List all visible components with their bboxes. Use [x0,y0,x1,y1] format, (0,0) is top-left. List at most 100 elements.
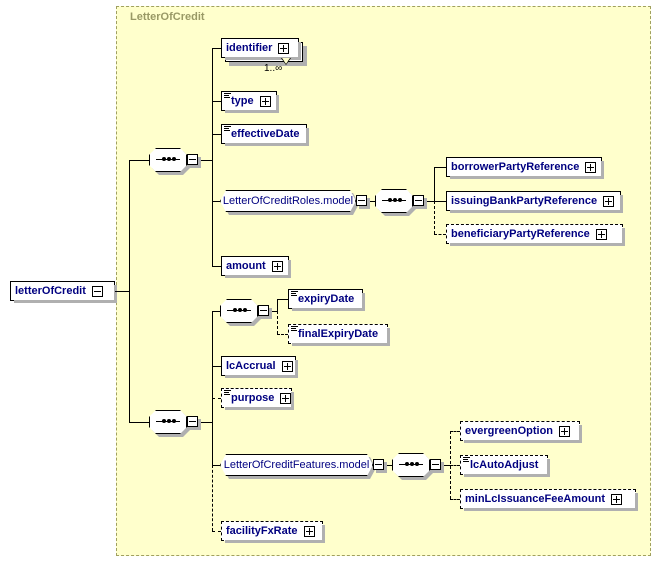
node-beneficiaryPartyReference[interactable]: beneficiaryPartyReference [446,224,625,246]
connector [277,299,288,300]
connector-optional [212,465,213,531]
compositor-sequence-features[interactable] [392,453,444,480]
connector [198,422,212,423]
sequence-dot [393,198,397,202]
minus-icon[interactable] [373,459,384,470]
node-amount[interactable]: amount [221,256,291,278]
connector [441,465,450,466]
node-label: issuingBankPartyReference [451,195,598,207]
minus-icon[interactable] [356,195,367,206]
group-title: LetterOfCredit [130,11,205,23]
sequence-dot [172,157,176,161]
sequence-dot [172,419,176,423]
connector [115,291,129,292]
connector [129,160,149,161]
connector [198,160,212,161]
plus-icon[interactable] [595,228,607,240]
node-label: letterOfCredit [15,285,86,297]
node-issuingBankPartyReference[interactable]: issuingBankPartyReference [446,191,623,213]
compositor-sequence-roles[interactable] [375,189,427,216]
node-finalExpiryDate[interactable]: finalExpiryDate [288,324,390,346]
connector-optional [277,334,288,335]
sequence-dot [398,198,402,202]
node-minLcIssuanceFeeAmount[interactable]: minLcIssuanceFeeAmount [460,489,638,511]
model-group-letterOfCreditRoles[interactable]: LetterOfCreditRoles.model [220,190,370,212]
sequence-dot [167,419,171,423]
node-label: borrowerPartyReference [451,161,580,173]
connector [269,311,277,312]
node-label: lcAutoAdjust [470,459,539,471]
connector [212,311,213,465]
sequence-dot [162,419,166,423]
minus-icon[interactable] [258,305,269,316]
sequence-icon [149,410,187,434]
node-purpose[interactable]: purpose [221,388,294,410]
node-label: purpose [231,392,275,404]
connector [367,201,375,202]
connector-optional [277,311,278,334]
node-label: evergreenOption [465,425,554,437]
connector-optional [212,398,221,399]
connector-optional [434,201,435,234]
connector [212,266,221,267]
model-group-label: LetterOfCreditRoles.model [222,195,354,207]
node-borrowerPartyReference[interactable]: borrowerPartyReference [446,157,604,179]
connector [384,465,392,466]
plus-icon[interactable] [278,42,290,54]
plus-icon[interactable] [280,392,292,404]
node-evergreenOption[interactable]: evergreenOption [460,421,582,443]
node-expiryDate: expiryDate [288,289,365,311]
minus-icon[interactable] [187,154,198,165]
model-group-letterOfCreditFeatures[interactable]: LetterOfCreditFeatures.model [220,454,387,476]
node-lcAccrual[interactable]: lcAccrual [221,356,298,378]
plus-icon[interactable] [271,260,283,272]
sequence-dot [238,308,242,312]
sequence-dot [405,462,409,466]
connector [212,366,221,367]
sequence-dot [410,462,414,466]
plus-icon[interactable] [610,493,622,505]
sequence-dot [243,308,247,312]
occurs-pointer-fill [282,58,290,64]
sequence-dot [233,308,237,312]
plus-icon[interactable] [281,360,293,372]
connector-optional [450,431,460,432]
connector [212,101,221,102]
connector [212,134,221,135]
connector [434,167,446,168]
plus-icon[interactable] [303,525,315,537]
plus-icon[interactable] [259,95,271,107]
connector [212,311,220,312]
plus-icon[interactable] [603,195,615,207]
node-facilityFxRate[interactable]: facilityFxRate [221,521,325,543]
node-label: expiryDate [298,293,355,305]
node-label: finalExpiryDate [298,328,379,340]
node-label: amount [226,260,266,272]
node-effectiveDate: effectiveDate [221,124,309,146]
compositor-sequence-expiry[interactable] [220,299,272,326]
node-letterOfCredit[interactable]: letterOfCredit [10,281,117,303]
connector [212,201,220,202]
node-type[interactable]: type [221,91,279,113]
compositor-sequence-bottom[interactable] [149,410,201,437]
identifier-occurrence-label: 1..∞ [264,63,283,74]
minus-icon[interactable] [91,285,103,297]
plus-icon[interactable] [585,161,597,173]
node-identifier[interactable]: identifier [221,38,301,60]
sequence-dot [388,198,392,202]
compositor-sequence-top[interactable] [149,148,201,175]
connector [212,48,213,266]
node-label: effectiveDate [231,128,300,140]
node-label: facilityFxRate [226,525,298,537]
plus-icon[interactable] [559,425,571,437]
node-label: minLcIssuanceFeeAmount [465,493,605,505]
model-group-label: LetterOfCreditFeatures.model [223,459,370,471]
connector [434,167,435,201]
node-lcAutoAdjust[interactable]: lcAutoAdjust [460,455,550,477]
minus-icon[interactable] [187,416,198,427]
connector-optional [212,531,221,532]
minus-icon[interactable] [430,459,441,470]
minus-icon[interactable] [413,195,424,206]
node-label: beneficiaryPartyReference [451,228,590,240]
